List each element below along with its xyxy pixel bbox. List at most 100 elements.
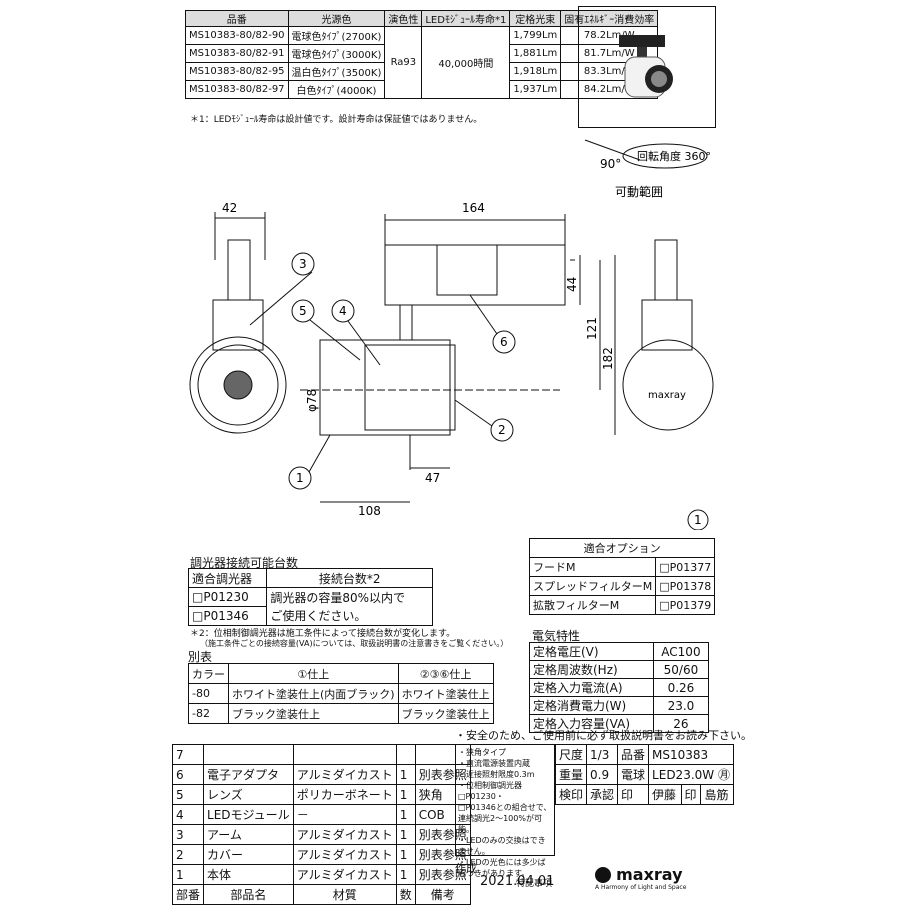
part-number: MS10383 — [648, 744, 734, 765]
spec-header: LEDﾓｼﾞｭｰﾙ寿命*1 — [421, 10, 511, 27]
dim-164: 164 — [462, 201, 485, 215]
variant-finish-1: ブラック塗装仕上 — [228, 703, 399, 724]
note-line: □P01346との組合せで、 — [458, 803, 552, 812]
spec-color: 白色ﾀｲﾌﾟ(4000K) — [287, 80, 386, 99]
notes-label: 特記事項 — [515, 879, 552, 889]
callout-1: 1 — [296, 471, 304, 485]
note-line: ・LEDの光色には多少ばらつきがあります。 — [458, 858, 546, 878]
lamp-spec: LED23.0W ㊊ — [648, 764, 734, 785]
spotlight-photo-icon — [619, 35, 673, 98]
spec-header: 定格光束 — [509, 10, 562, 27]
spec-color: 温白色ﾀｲﾌﾟ(3500K) — [287, 62, 386, 81]
brand-on-fixture: maxray — [648, 390, 686, 401]
variant-header: カラー — [188, 663, 229, 684]
option-code: □P01377 — [655, 557, 716, 577]
note-line: ・直流電源装置内蔵 — [458, 759, 530, 768]
note-line: ・狭角タイプ — [458, 748, 506, 757]
variant-finish-1: ホワイト塗装仕上(内面ブラック) — [228, 683, 399, 704]
callout-6: 6 — [500, 335, 508, 349]
tilt-label: 90° — [600, 157, 621, 171]
footer-logo: maxray A Harmony of Light and Space — [595, 864, 715, 891]
dim-42: 42 — [222, 201, 237, 215]
elec-label: 定格入力電流(A) — [529, 678, 654, 697]
dim-108: 108 — [358, 504, 381, 518]
spec-note: ＊1：LEDﾓｼﾞｭｰﾙ寿命は設計値です。設計寿命は保証値ではありません。 — [190, 115, 483, 125]
dimmer-refer: ご使用ください。 — [266, 606, 433, 626]
spec-table: 品番 光源色 演色性 LEDﾓｼﾞｭｰﾙ寿命*1 定格光束 固有ｴﾈﾙｷﾞｰ消費… — [185, 10, 659, 99]
spec-header: 演色性 — [384, 10, 423, 27]
dimmer-note-1: ＊2：位相制御調光器は施工条件によって接続台数が変化します。 — [190, 629, 456, 639]
rotation-label: 回転角度 360° — [637, 149, 711, 163]
dimmer-note-2: （施工条件ごとの接続容量(VA)については、取扱説明書の注意書きをご覧ください。… — [200, 639, 509, 648]
variant-finish-2: ホワイト塗装仕上 — [397, 683, 494, 704]
elec-label: 定格入力容量(VA) — [529, 714, 654, 733]
spec-cri: Ra93 — [384, 26, 423, 99]
variant-header: ②③⑥仕上 — [397, 663, 494, 684]
notes-box: ・狭角タイプ ・直流電源装置内蔵 ・近接照射限度0.3m ・位相制御調光器□P0… — [455, 744, 555, 889]
callout-3: 3 — [299, 257, 307, 271]
created-date: 2021.04.01 — [480, 874, 555, 889]
options-title: 適合オプション — [528, 538, 716, 558]
elec-value: AC100 — [652, 642, 710, 661]
spec-color: 電球色ﾀｲﾌﾟ(2700K) — [287, 26, 386, 45]
callout-5: 5 — [299, 304, 307, 318]
dim-phi78: φ78 — [305, 389, 319, 412]
spec-header: 光源色 — [287, 10, 386, 27]
elec-label: 定格消費電力(W) — [529, 696, 654, 715]
spec-life: 40,000時間 — [421, 26, 511, 99]
logo-icon — [595, 866, 611, 883]
variants-table: カラー ①仕上 ②③⑥仕上 -80 ホワイト塗装仕上(内面ブラック) ホワイト塗… — [188, 663, 494, 724]
variant-code: -80 — [188, 683, 229, 704]
dimmer-model: □P01346 — [187, 606, 268, 626]
spec-model: MS10383-80/82-90 — [185, 26, 289, 45]
note-line: ・近接照射限度0.3m — [458, 770, 535, 779]
dimmer-header: 適合調光器 — [187, 568, 268, 588]
option-name: 拡散フィルターM — [528, 595, 657, 615]
range-label: 可動範囲 — [615, 184, 663, 199]
spec-flux: 1,799Lm — [509, 26, 562, 45]
dim-121: 121 — [585, 317, 599, 340]
option-code: □P01378 — [655, 576, 716, 596]
product-photo — [578, 6, 716, 128]
finish-mark: 1 — [694, 513, 702, 527]
note-line: ・LEDのみの交換はできません。 — [458, 836, 546, 856]
callout-4: 4 — [339, 304, 347, 318]
electrical-table: 定格電圧(V)AC100 定格周波数(Hz)50/60 定格入力電流(A)0.2… — [529, 642, 710, 733]
spec-flux: 1,918Lm — [509, 62, 562, 81]
dim-47: 47 — [425, 471, 440, 485]
dimmer-model: □P01230 — [187, 587, 268, 607]
front-view — [300, 214, 616, 503]
elec-label: 定格周波数(Hz) — [529, 660, 654, 679]
elec-value: 23.0 — [652, 696, 710, 715]
spec-color: 電球色ﾀｲﾌﾟ(3000K) — [287, 44, 386, 63]
spec-header: 固有ｴﾈﾙｷﾞｰ消費効率 — [560, 10, 659, 27]
elec-value: 26 — [652, 714, 710, 733]
variants-title: 別表 — [188, 650, 213, 664]
spec-model: MS10383-80/82-97 — [185, 80, 289, 99]
table-row: 7 — [171, 744, 471, 765]
elec-value: 50/60 — [652, 660, 710, 679]
technical-drawing: 90° 回転角度 360° 可動範囲 42 164 44 121 182 φ78… — [189, 139, 714, 530]
note-line: 連続調光2～100%が可能。 — [458, 814, 542, 834]
footer-tagline: A Harmony of Light and Space — [595, 884, 687, 891]
callout-2: 2 — [498, 423, 506, 437]
dimmer-table: 適合調光器 接続台数*2 □P01230 調光器の容量80%以内で □P0134… — [187, 568, 433, 626]
option-name: フードM — [528, 557, 657, 577]
dimmer-capacity: 調光器の容量80%以内で — [266, 587, 433, 607]
note-line: ・位相制御調光器□P01230・ — [458, 781, 522, 801]
dimmer-title: 調光器接続可能台数 — [190, 556, 299, 570]
option-name: スプレッドフィルターM — [528, 576, 657, 596]
elec-value: 0.26 — [652, 678, 710, 697]
spec-header: 品番 — [185, 10, 289, 27]
elec-label: 定格電圧(V) — [529, 642, 654, 661]
electrical-title: 電気特性 — [532, 629, 581, 643]
dim-44: 44 — [565, 277, 579, 292]
safety-note: ・安全のため、ご使用前に必ず取扱説明書をお読み下さい。 — [455, 729, 752, 742]
created-label: 作成 — [455, 862, 477, 875]
